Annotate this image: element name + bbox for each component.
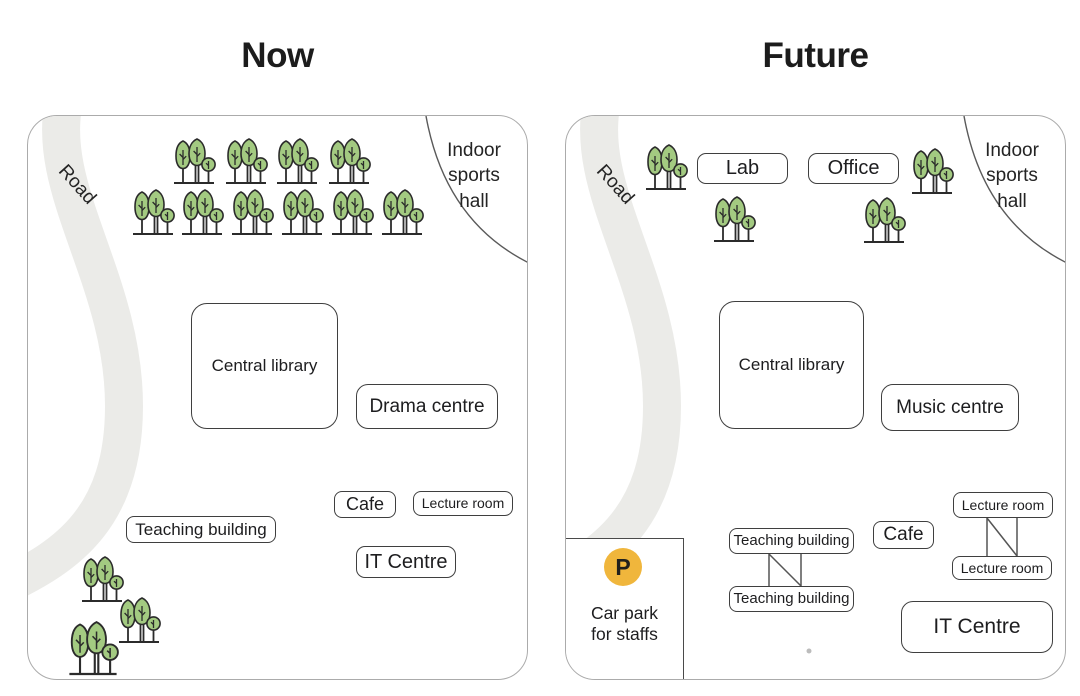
tree-cluster-icon [863,197,907,243]
building-lecture-room-1: Lecture room [953,492,1053,518]
tree-cluster-icon [225,138,269,184]
building-it-centre: IT Centre [356,546,456,578]
building-connector [768,553,802,587]
tree-cluster-icon [713,196,757,242]
building-central-library: Central library [719,301,864,429]
sports-hall-boundary [425,116,527,263]
tree-cluster-icon [173,138,217,184]
tree-cluster-icon [68,620,120,676]
panel-title-now: Now [241,36,314,75]
sports-hall-boundary [963,116,1065,263]
tree-cluster-icon [276,138,320,184]
building-connector [986,517,1018,557]
tree-cluster-icon [281,189,325,235]
building-drama-centre: Drama centre [356,384,498,429]
panel-title-future: Future [762,36,869,75]
building-office: Office [808,153,899,184]
tree-cluster-icon [645,144,689,190]
building-teaching-building-2: Teaching building [729,586,854,612]
building-lab: Lab [697,153,788,184]
tree-cluster-icon [132,189,176,235]
car-park-area: P Car park for staffs [566,538,684,679]
tree-cluster-icon [911,148,955,194]
parking-icon: P [604,548,642,586]
building-cafe: Cafe [334,491,396,518]
tree-cluster-icon [381,189,425,235]
indoor-sports-hall-label: Indoor sports hall [985,140,1039,212]
tree-cluster-icon [331,189,375,235]
map-graphics [28,116,527,676]
indoor-sports-hall-label: Indoor sports hall [447,140,501,212]
car-park-label: Car park for staffs [590,603,659,644]
building-cafe: Cafe [873,521,934,549]
building-teaching-building-1: Teaching building [729,528,854,554]
building-teaching-building: Teaching building [126,516,276,543]
tree-cluster-icon [231,189,275,235]
building-it-centre: IT Centre [901,601,1053,653]
map-future: Road Indoor sports hall P Car park for s… [565,115,1066,680]
building-lecture-room-2: Lecture room [952,556,1052,580]
map-dot [806,648,812,654]
building-central-library: Central library [191,303,338,429]
building-lecture-room: Lecture room [413,491,513,516]
tree-cluster-icon [81,556,125,602]
road [28,116,144,596]
tree-cluster-icon [328,138,372,184]
tree-cluster-icon [181,189,225,235]
tree-cluster-icon [118,597,162,643]
building-music-centre: Music centre [881,384,1019,431]
